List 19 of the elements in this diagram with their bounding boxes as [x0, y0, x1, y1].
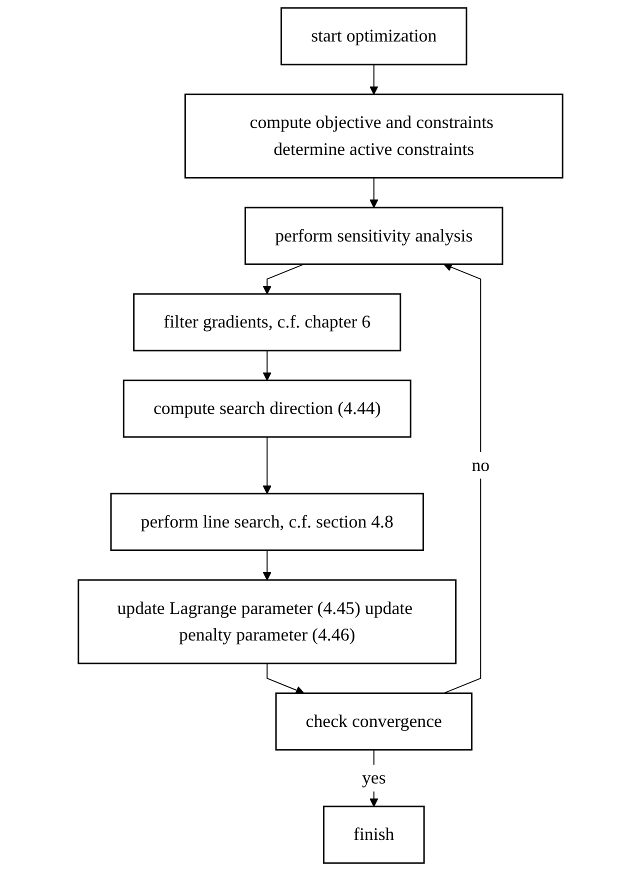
- arrow: [443, 263, 482, 694]
- node-box: compute objective and constraints determine active constraints: [184, 94, 564, 179]
- node-box: finish: [322, 806, 425, 864]
- arrow: [262, 264, 304, 294]
- arrow: [262, 350, 272, 381]
- node-box: update Lagrange parameter (4.45) update penalty parameter (4.46): [78, 579, 457, 664]
- edge-label: yes: [362, 768, 386, 788]
- arrow: [262, 550, 272, 580]
- edge-label: no: [472, 454, 490, 475]
- arrow: [370, 177, 378, 208]
- node-box: check convergence: [275, 692, 472, 751]
- arrow: [262, 436, 272, 494]
- node-box: perform line search, c.f. section 4.8: [110, 492, 424, 551]
- arrow: [370, 64, 378, 95]
- node-box: filter gradients, c.f. chapter 6: [133, 293, 402, 352]
- node-box: compute search direction (4.44): [122, 380, 412, 438]
- node-box: start optimization: [280, 7, 468, 66]
- node-box: perform sensitivity analysis: [244, 206, 504, 265]
- arrow: [266, 662, 304, 694]
